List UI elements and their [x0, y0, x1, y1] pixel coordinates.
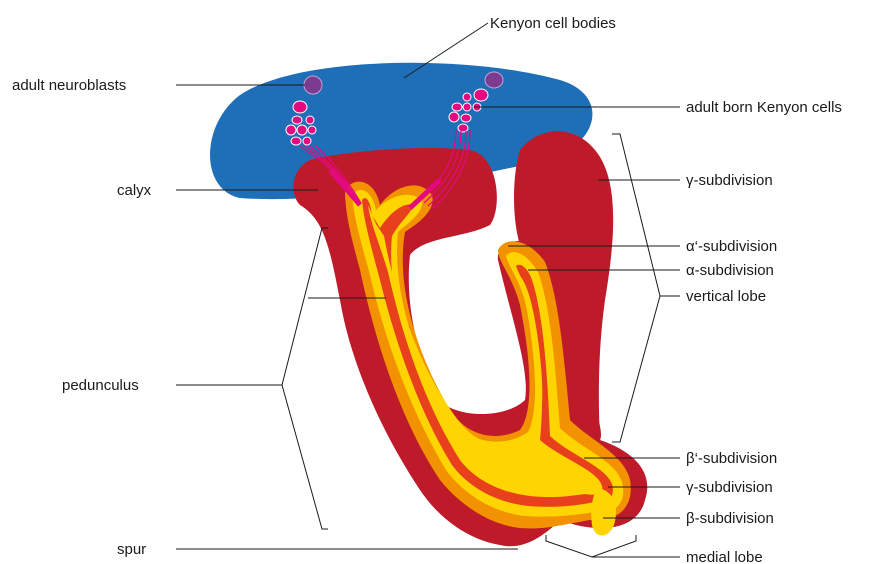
neuroblast-left — [304, 76, 322, 94]
label-medial-lobe: medial lobe — [686, 549, 763, 564]
label-alpha-prime-subdivision: α‘-subdivision — [686, 238, 777, 255]
medial-lobe-bracket — [546, 535, 636, 557]
label-beta-subdivision: β-subdivision — [686, 510, 774, 527]
label-adult-neuroblasts: adult neuroblasts — [12, 77, 126, 94]
label-beta-prime-subdivision: β‘-subdivision — [686, 450, 777, 467]
neuroblast-right — [485, 72, 503, 88]
label-gamma-subdivision-medial: γ-subdivision — [686, 479, 773, 496]
label-kenyon-cell-bodies: Kenyon cell bodies — [490, 15, 616, 32]
label-adult-born-kenyon-cells: adult born Kenyon cells — [686, 99, 842, 116]
label-alpha-subdivision: α-subdivision — [686, 262, 774, 279]
label-gamma-subdivision-vertical: γ-subdivision — [686, 172, 773, 189]
label-pedunculus: pedunculus — [62, 377, 139, 394]
label-vertical-lobe: vertical lobe — [686, 288, 766, 305]
pedunculus-bracket — [282, 228, 328, 529]
label-spur: spur — [117, 541, 146, 558]
label-calyx: calyx — [117, 182, 152, 199]
